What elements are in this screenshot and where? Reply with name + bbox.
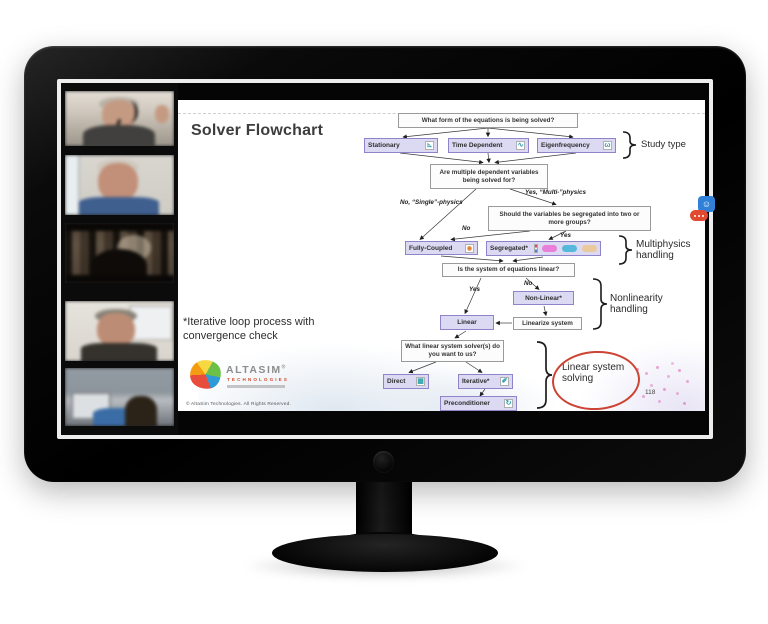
preconditioner-label: Preconditioner — [444, 400, 490, 407]
stationary-icon: ⊾ — [425, 141, 434, 150]
altasim-brand-text: ALTASIM — [226, 364, 282, 376]
slide-dot-pattern — [636, 368, 639, 371]
fully-coupled-label: Fully-Coupled — [409, 244, 453, 252]
chat-smiley-icon: ☺ — [701, 198, 712, 209]
iterative-label: Iterative* — [462, 378, 490, 385]
direct-label: Direct — [387, 378, 406, 385]
segregated-step-pill-tan — [582, 245, 597, 252]
flow-question-multiple-variables: Are multiple dependent variables being s… — [430, 164, 548, 189]
chat-typing-dots-icon — [694, 214, 696, 217]
registered-mark: ® — [281, 364, 287, 371]
flow-node-direct: Direct ▦ — [383, 374, 429, 389]
preconditioner-icon: ↻ — [504, 399, 513, 408]
segregated-step-pill-pink — [542, 245, 558, 252]
participant-video-2[interactable] — [65, 155, 174, 215]
participant-video-3[interactable] — [65, 223, 174, 283]
flow-node-eigenfrequency: Eigenfrequency ω — [537, 138, 616, 153]
annotation-multiphysics: Multiphysics handling — [636, 239, 691, 261]
video-thumbnail — [65, 91, 174, 146]
annotation-study-type: Study type — [641, 139, 686, 150]
altasim-logo-tagline — [227, 385, 285, 388]
flow-node-non-linear: Non-Linear* — [513, 291, 574, 305]
edge-label-yes-linear: Yes — [469, 286, 480, 293]
flow-node-fully-coupled: Fully-Coupled ◉ — [405, 241, 478, 255]
flow-node-stationary: Stationary ⊾ — [364, 138, 438, 153]
slide-footnote: *Iterative loop process with convergence… — [183, 316, 315, 342]
chat-bubble-icon[interactable] — [690, 210, 708, 221]
participant-sidebar — [61, 83, 178, 435]
stationary-label: Stationary — [368, 142, 400, 149]
flow-node-linearize-system: Linearize system — [513, 317, 582, 330]
video-thumbnail — [65, 301, 174, 361]
time-dependent-label: Time Dependent — [452, 142, 503, 149]
screen: Solver Flowchart *Iterative loop process… — [61, 83, 709, 435]
presentation-slide: Solver Flowchart *Iterative loop process… — [178, 100, 705, 411]
flow-node-linear: Linear — [440, 315, 494, 330]
flow-question-segregate: Should the variables be segregated into … — [488, 206, 651, 231]
monitor-power-button[interactable] — [373, 451, 394, 472]
participant-video-4[interactable] — [65, 301, 174, 361]
monitor-stand-base — [272, 534, 498, 572]
edge-label-no-segregate: No — [462, 225, 471, 232]
edge-label-no-linear: No — [524, 280, 533, 287]
annotation-linear-system: Linear system solving — [562, 362, 625, 384]
video-thumbnail — [65, 368, 174, 426]
flow-question-equation-form: What form of the equations is being solv… — [398, 113, 578, 128]
video-thumbnail — [65, 223, 174, 283]
flow-question-linear-solver: What linear system solver(s) do you want… — [401, 340, 504, 362]
time-dependent-icon: ∿ — [516, 141, 525, 150]
flow-node-segregated: Segregated* — [486, 241, 601, 256]
brace-linear-system — [536, 341, 553, 409]
flow-question-system-linear: Is the system of equations linear? — [442, 263, 575, 277]
altasim-logo-brand: ALTASIM® — [226, 364, 287, 376]
segregated-steps-icon — [533, 244, 538, 253]
slide-copyright: © AltaSim Technologies. All Rights Reser… — [186, 402, 292, 407]
participant-video-5[interactable] — [65, 368, 174, 426]
brace-nonlinearity — [592, 278, 608, 330]
slide-lavender-decoration — [550, 324, 705, 411]
flowchart-arrows — [399, 127, 577, 397]
chat-notification-icon[interactable]: ☺ — [698, 196, 715, 212]
eigenfrequency-icon: ω — [603, 141, 612, 150]
fully-coupled-icon: ◉ — [465, 243, 474, 253]
monitor-stand-neck — [356, 478, 412, 542]
eigenfrequency-label: Eigenfrequency — [541, 142, 590, 149]
iterative-icon: ✐ — [500, 377, 509, 386]
segregated-label: Segregated* — [490, 245, 528, 252]
edge-label-no-single-physics: No, “Single”-physics — [400, 199, 463, 206]
flow-node-iterative: Iterative* ✐ — [458, 374, 513, 389]
direct-icon: ▦ — [416, 377, 425, 386]
slide-title: Solver Flowchart — [191, 122, 324, 139]
altasim-logo-division: TECHNOLOGIES — [227, 377, 289, 382]
slide-page-number: 118 — [645, 389, 656, 396]
segregated-step-pill-blue — [562, 245, 578, 252]
flow-node-preconditioner: Preconditioner ↻ — [440, 396, 517, 411]
video-thumbnail — [65, 155, 174, 215]
edge-label-yes-multi-physics: Yes, “Multi-”physics — [525, 189, 587, 196]
brace-study-type — [622, 131, 637, 159]
participant-video-1[interactable] — [65, 91, 174, 146]
flow-node-time-dependent: Time Dependent ∿ — [448, 138, 529, 153]
edge-label-yes-segregate: Yes — [560, 232, 571, 239]
annotation-nonlinearity: Nonlinearity handling — [610, 293, 663, 315]
brace-multiphysics — [618, 235, 633, 265]
